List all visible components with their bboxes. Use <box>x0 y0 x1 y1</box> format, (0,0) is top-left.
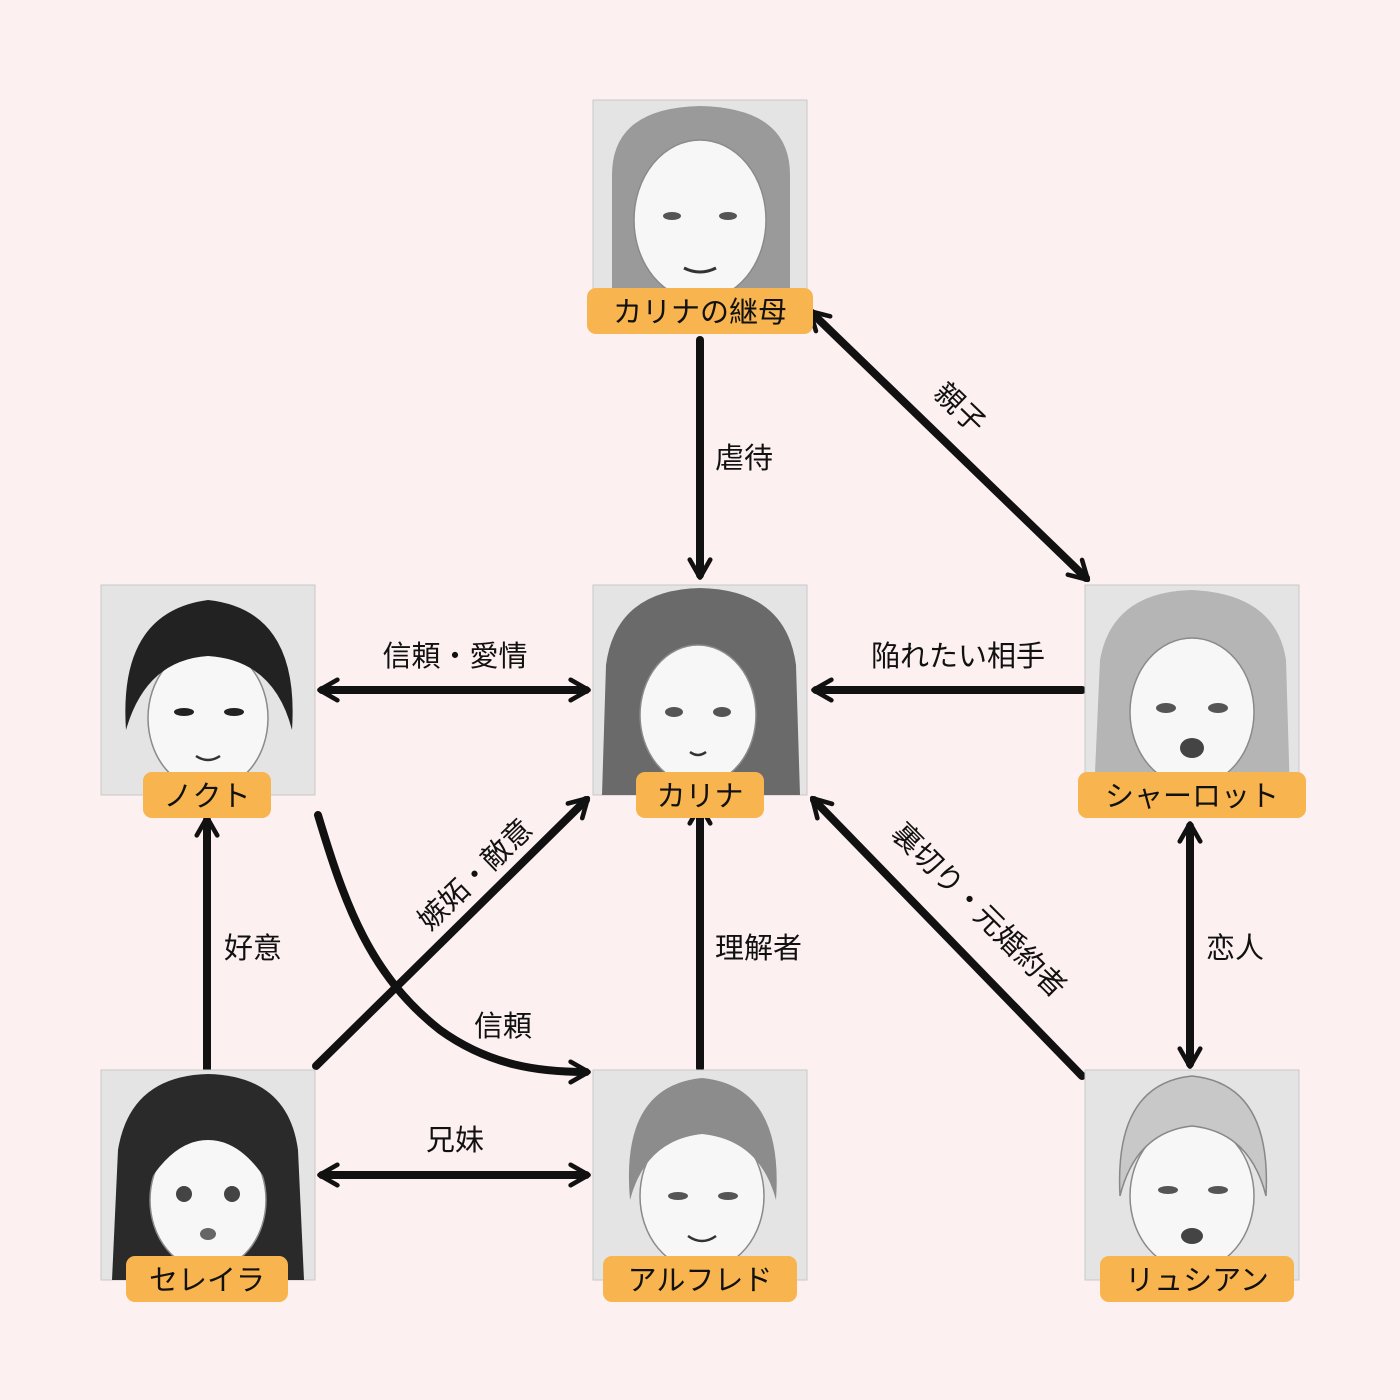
node-label-karina: カリナ <box>656 779 743 813</box>
edge-label-trust: 信頼 <box>474 1009 532 1043</box>
arrow-nokuto-to-alfred <box>314 811 591 1085</box>
edge-label-wants-to-frame: 陥れたい相手 <box>871 639 1045 673</box>
node-charlotte[interactable]: シャーロット <box>1078 584 1306 818</box>
edge-nokuto-karina: 信頼・愛情 <box>317 639 591 703</box>
sereira-portrait-icon <box>100 1069 316 1281</box>
edge-charlotte-lucian: 恋人 <box>1177 821 1264 1069</box>
arrow-lucian-to-karina <box>809 795 1086 1080</box>
edge-sereira-alfred: 兄妹 <box>317 1123 591 1188</box>
edge-sereira-karina: 嫉妬・敵意 <box>312 795 591 1070</box>
alfred-portrait-icon <box>592 1069 808 1281</box>
edge-label-affection: 好意 <box>224 931 282 965</box>
node-karina[interactable]: カリナ <box>592 584 808 818</box>
nokuto-portrait-icon <box>100 584 316 796</box>
arrow-sereira-to-karina <box>312 795 591 1070</box>
charlotte-portrait-icon <box>1084 584 1300 796</box>
node-lucian[interactable]: リュシアン <box>1084 1069 1300 1302</box>
edge-alfred-karina: 理解者 <box>687 803 802 1072</box>
edge-label-betrayal-ex-fiance: 裏切り・元婚約者 <box>885 816 1073 1004</box>
karina-portrait-icon <box>592 584 808 796</box>
edge-label-trust-love: 信頼・愛情 <box>382 639 527 673</box>
edge-sereira-nokuto: 好意 <box>194 815 282 1076</box>
edge-charlotte-karina: 陥れたい相手 <box>811 639 1086 703</box>
edge-nokuto-alfred: 信頼 <box>314 811 591 1085</box>
edge-stepmother-charlotte: 親子 <box>807 308 1091 583</box>
stepmother-portrait-icon <box>592 99 808 311</box>
node-label-sereira: セレイラ <box>149 1263 265 1297</box>
node-label-stepmother: カリナの継母 <box>613 295 787 329</box>
arrow-stepmother-charlotte <box>807 308 1091 583</box>
node-label-nokuto: ノクト <box>163 779 250 813</box>
edge-stepmother-karina: 虐待 <box>687 336 773 580</box>
node-label-charlotte: シャーロット <box>1105 779 1279 813</box>
lucian-portrait-icon <box>1084 1069 1300 1281</box>
edge-label-siblings: 兄妹 <box>426 1123 484 1157</box>
node-label-lucian: リュシアン <box>1125 1263 1269 1297</box>
node-sereira[interactable]: セレイラ <box>100 1069 316 1302</box>
edge-label-lovers: 恋人 <box>1206 931 1264 965</box>
node-stepmother[interactable]: カリナの継母 <box>587 99 813 334</box>
edge-label-jealousy-hostility: 嫉妬・敵意 <box>411 812 539 937</box>
edge-label-abuse: 虐待 <box>715 441 773 475</box>
edge-lucian-karina: 裏切り・元婚約者 <box>809 795 1086 1080</box>
node-nokuto[interactable]: ノクト <box>100 584 316 818</box>
edge-label-understanding: 理解者 <box>715 931 802 965</box>
node-label-alfred: アルフレド <box>628 1263 773 1297</box>
node-alfred[interactable]: アルフレド <box>592 1069 808 1302</box>
